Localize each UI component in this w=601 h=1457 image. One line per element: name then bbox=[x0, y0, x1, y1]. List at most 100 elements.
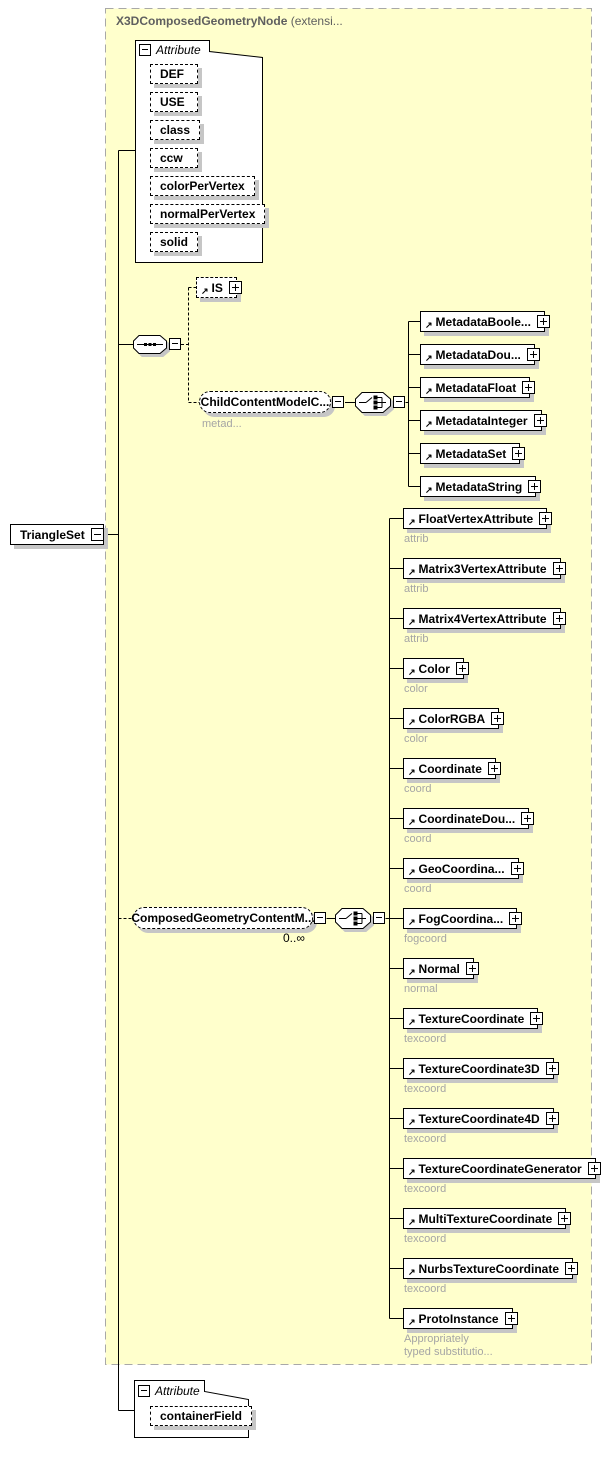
attribute-label: class bbox=[160, 123, 191, 137]
element-matrix4vertexattribute[interactable]: ↗Matrix4VertexAttribute bbox=[403, 608, 566, 629]
element-name: MetadataInteger bbox=[435, 413, 528, 428]
element-texturecoordinate3d[interactable]: ↗TextureCoordinate3D bbox=[403, 1058, 559, 1079]
element-note: attrib bbox=[404, 533, 429, 545]
sequence-compositor-icon[interactable] bbox=[133, 335, 167, 354]
expand-plus-icon[interactable] bbox=[552, 612, 566, 625]
expand-plus-icon[interactable] bbox=[552, 562, 566, 575]
element-color[interactable]: ↗Color bbox=[403, 658, 469, 679]
attributes-top-tab: Attribute bbox=[139, 43, 201, 57]
element-matrix3vertexattribute[interactable]: ↗Matrix3VertexAttribute bbox=[403, 558, 566, 579]
expand-plus-icon[interactable] bbox=[558, 1212, 572, 1225]
choice-compositor-icon[interactable] bbox=[335, 908, 371, 929]
expand-plus-icon[interactable] bbox=[536, 315, 550, 328]
attribute-solid[interactable]: solid bbox=[150, 232, 199, 252]
collapse-minus-icon[interactable] bbox=[90, 528, 104, 541]
element-coordinatedouble[interactable]: ↗CoordinateDou... bbox=[403, 808, 535, 829]
reference-arrow-icon: ↗ bbox=[425, 485, 433, 495]
element-texturecoordinategenerator[interactable]: ↗TextureCoordinateGenerator bbox=[403, 1158, 601, 1179]
reference-arrow-icon: ↗ bbox=[425, 452, 433, 462]
element-metadataset[interactable]: ↗MetadataSet bbox=[420, 443, 526, 464]
expand-plus-icon[interactable] bbox=[491, 712, 505, 725]
collapse-minus-icon[interactable] bbox=[169, 338, 181, 350]
element-geocoordinate[interactable]: ↗GeoCoordina... bbox=[403, 858, 524, 879]
element-metadatainteger[interactable]: ↗MetadataInteger bbox=[420, 410, 547, 431]
collapse-minus-icon[interactable] bbox=[314, 912, 326, 924]
element-multitexturecoordinate[interactable]: ↗MultiTextureCoordinate bbox=[403, 1208, 572, 1229]
collapse-minus-icon[interactable] bbox=[393, 396, 405, 408]
attributes-top-label: Attribute bbox=[156, 43, 201, 57]
expand-plus-icon[interactable] bbox=[455, 662, 469, 675]
expand-plus-icon[interactable] bbox=[533, 414, 547, 427]
element-floatvertexattribute[interactable]: ↗FloatVertexAttribute bbox=[403, 508, 553, 529]
element-colorrgba[interactable]: ↗ColorRGBA bbox=[403, 708, 505, 729]
element-protoinstance[interactable]: ↗ProtoInstance bbox=[403, 1308, 518, 1329]
element-texturecoordinate4d[interactable]: ↗TextureCoordinate4D bbox=[403, 1108, 559, 1129]
expand-plus-icon[interactable] bbox=[228, 281, 242, 294]
attribute-def[interactable]: DEF bbox=[150, 64, 198, 84]
collapse-minus-icon[interactable] bbox=[373, 912, 385, 924]
element-name: NurbsTextureCoordinate bbox=[418, 1261, 560, 1276]
element-metadataboolean[interactable]: ↗MetadataBoole... bbox=[420, 311, 550, 332]
expand-plus-icon[interactable] bbox=[545, 1062, 559, 1075]
expand-plus-icon[interactable] bbox=[521, 812, 535, 825]
element-name: CoordinateDou... bbox=[418, 811, 516, 826]
expand-plus-icon[interactable] bbox=[510, 862, 524, 875]
expand-plus-icon[interactable] bbox=[528, 480, 542, 493]
reference-arrow-icon: ↗ bbox=[425, 353, 433, 363]
element-name: TextureCoordinate4D bbox=[418, 1111, 540, 1126]
container-title: X3DComposedGeometryNode (extensi... bbox=[116, 14, 343, 28]
expand-plus-icon[interactable] bbox=[504, 1312, 518, 1325]
attribute-use[interactable]: USE bbox=[150, 92, 198, 112]
group-name: ChildContentModelC... bbox=[200, 395, 330, 409]
expand-plus-icon[interactable] bbox=[530, 1012, 544, 1025]
attribute-label: normalPerVertex bbox=[160, 207, 256, 221]
attribute-containerfield[interactable]: containerField bbox=[150, 1406, 253, 1426]
expand-plus-icon[interactable] bbox=[509, 912, 523, 925]
expand-plus-icon[interactable] bbox=[487, 762, 501, 775]
element-name: ProtoInstance bbox=[418, 1311, 499, 1326]
expand-plus-icon[interactable] bbox=[512, 447, 526, 460]
element-metadatadouble[interactable]: ↗MetadataDou... bbox=[420, 344, 540, 365]
element-normal[interactable]: ↗Normal bbox=[403, 958, 479, 979]
attribute-class[interactable]: class bbox=[150, 120, 201, 140]
attributes-bottom-label: Attribute bbox=[155, 1384, 200, 1398]
attribute-normalpervertex[interactable]: normalPerVertex bbox=[150, 204, 266, 224]
element-is[interactable]: ↗ IS bbox=[196, 277, 242, 298]
attribute-colorpervertex[interactable]: colorPerVertex bbox=[150, 176, 255, 196]
element-name: Normal bbox=[418, 961, 460, 976]
expand-plus-icon[interactable] bbox=[545, 1112, 559, 1125]
element-metadatafloat[interactable]: ↗MetadataFloat bbox=[420, 377, 536, 398]
collapse-minus-icon[interactable] bbox=[139, 44, 151, 56]
element-triangleset[interactable]: TriangleSet bbox=[10, 524, 104, 545]
container-title-note: (extensi... bbox=[290, 14, 343, 28]
element-name: MetadataBoole... bbox=[435, 314, 531, 329]
element-name: TextureCoordinate bbox=[418, 1011, 525, 1026]
group-childcontentmodel[interactable]: ChildContentModelC... bbox=[199, 391, 331, 413]
collapse-minus-icon[interactable] bbox=[138, 1385, 150, 1397]
element-name: IS bbox=[211, 280, 223, 295]
element-fogcoordinate[interactable]: ↗FogCoordina... bbox=[403, 908, 523, 929]
element-note: coord bbox=[404, 883, 432, 895]
expand-plus-icon[interactable] bbox=[539, 512, 553, 525]
reference-arrow-icon: ↗ bbox=[408, 567, 416, 577]
element-texturecoordinate[interactable]: ↗TextureCoordinate bbox=[403, 1008, 544, 1029]
element-note: coord bbox=[404, 833, 432, 845]
element-note: texcoord bbox=[404, 1233, 447, 1245]
expand-plus-icon[interactable] bbox=[526, 348, 540, 361]
element-coordinate[interactable]: ↗Coordinate bbox=[403, 758, 501, 779]
expand-plus-icon[interactable] bbox=[465, 962, 479, 975]
expand-plus-icon[interactable] bbox=[587, 1162, 601, 1175]
collapse-minus-icon[interactable] bbox=[332, 396, 344, 408]
choice-compositor-icon[interactable] bbox=[355, 392, 391, 413]
expand-plus-icon[interactable] bbox=[565, 1262, 579, 1275]
attribute-label: ccw bbox=[160, 151, 183, 165]
attribute-ccw[interactable]: ccw bbox=[150, 148, 198, 168]
element-metadatastring[interactable]: ↗MetadataString bbox=[420, 476, 542, 497]
reference-arrow-icon: ↗ bbox=[408, 1317, 416, 1327]
element-nurbstexturecoordinate[interactable]: ↗NurbsTextureCoordinate bbox=[403, 1258, 579, 1279]
element-note: texcoord bbox=[404, 1283, 447, 1295]
group-composedgeometrycontentmodel[interactable]: ComposedGeometryContentM... bbox=[131, 907, 315, 929]
expand-plus-icon[interactable] bbox=[522, 381, 536, 394]
element-name: TextureCoordinateGenerator bbox=[418, 1161, 582, 1176]
